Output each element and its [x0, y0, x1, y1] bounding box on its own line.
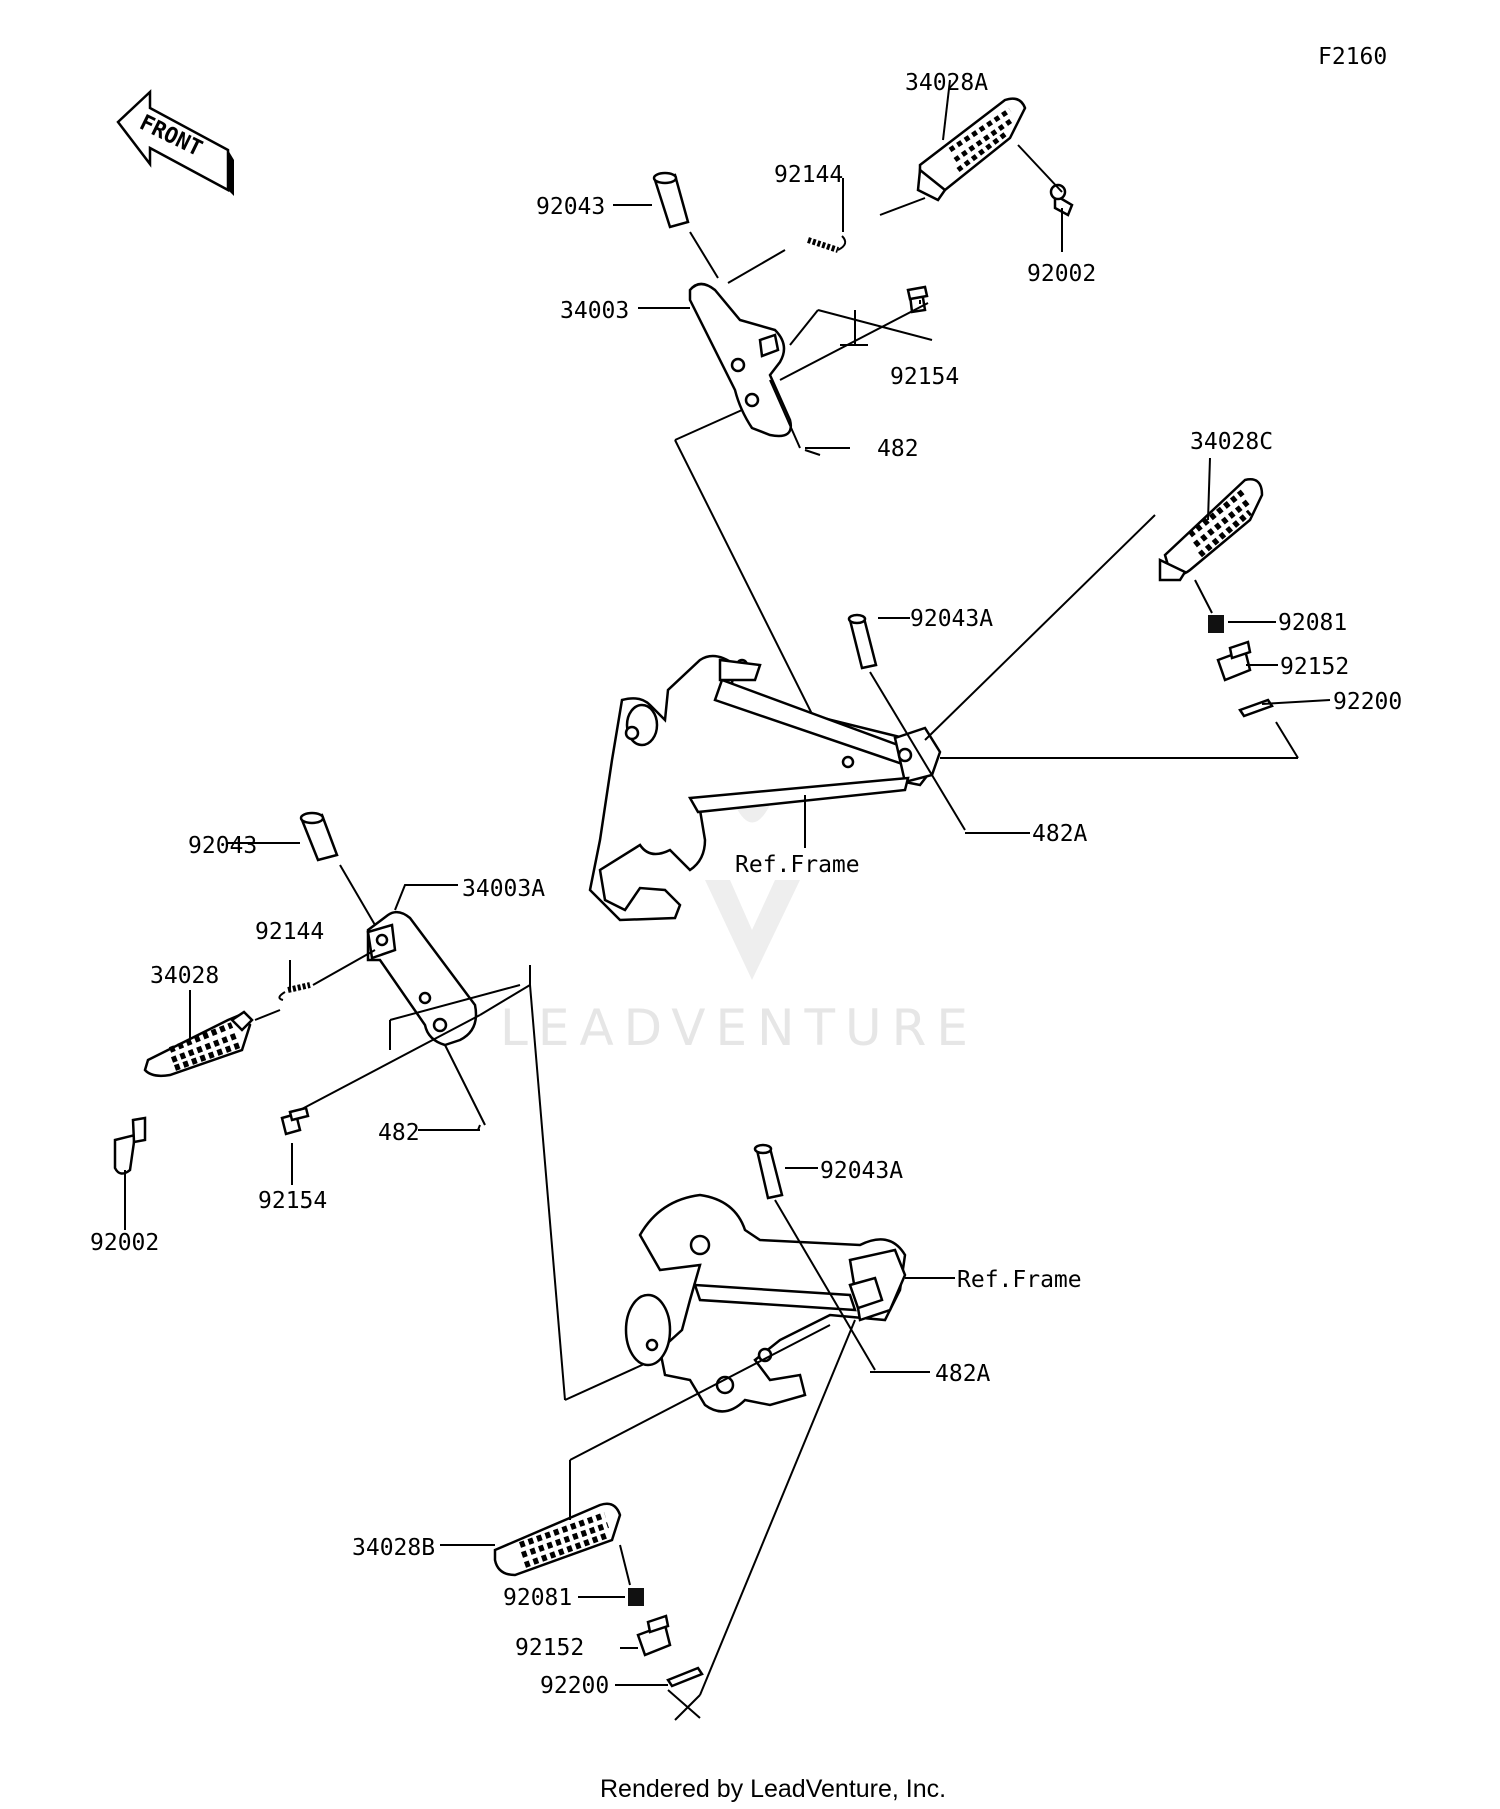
pin-92043A-bottom — [753, 1143, 784, 1200]
footpeg-34028-left — [143, 1010, 254, 1078]
leader-lines-bottom — [440, 1167, 955, 1721]
callout-92043A-top: 92043A — [910, 606, 993, 632]
callout-92144-top: 92144 — [774, 162, 843, 188]
callout-92043-left: 92043 — [188, 833, 257, 859]
frame-right — [588, 654, 942, 922]
pin-92002-left — [113, 1116, 147, 1175]
callout-92200-right: 92200 — [1333, 689, 1402, 715]
callout-34028A: 34028A — [905, 70, 988, 96]
callout-482A-top: 482A — [1032, 821, 1088, 847]
spring-92144-left — [278, 982, 311, 1001]
spring-92144-top — [807, 235, 847, 253]
front-arrow-icon: FRONT — [116, 89, 234, 196]
callout-92043A-bottom: 92043A — [820, 1158, 903, 1184]
pin-92043-left — [299, 811, 339, 862]
bracket-34003A — [366, 910, 478, 1047]
callout-92043-top: 92043 — [536, 194, 605, 220]
callout-92081-bottom: 92081 — [503, 1585, 572, 1611]
footpeg-34028A — [916, 97, 1027, 202]
callout-482-left: 482 — [378, 1120, 420, 1146]
callout-34028-left: 34028 — [150, 963, 219, 989]
callout-92154-top: 92154 — [890, 364, 959, 390]
callout-92002-left: 92002 — [90, 1230, 159, 1256]
washer-92200-right — [1238, 698, 1274, 718]
callout-34003: 34003 — [560, 298, 629, 324]
bolt-92154-left — [280, 1106, 310, 1136]
footpeg-34028C — [1158, 478, 1264, 582]
callout-34003A: 34003A — [462, 876, 545, 902]
frame-bottom — [624, 1193, 907, 1413]
callout-34028C: 34028C — [1190, 429, 1273, 455]
spring-92081-bottom — [628, 1588, 644, 1606]
callout-92152-right: 92152 — [1280, 654, 1349, 680]
pin-92043A-top — [847, 613, 878, 670]
footpeg-34028B — [493, 1502, 622, 1577]
callout-92200-bottom: 92200 — [540, 1673, 609, 1699]
callout-ref-frame-top: Ref.Frame — [735, 852, 860, 878]
callout-92002-top: 92002 — [1027, 261, 1096, 287]
callout-482-top: 482 — [877, 436, 919, 462]
collar-92152-bottom — [636, 1614, 672, 1657]
pin-92002-top — [1049, 183, 1074, 217]
watermark-text: LEADVENTURE — [500, 999, 978, 1057]
diagram-id: F2160 — [1318, 44, 1387, 70]
callout-ref-frame-bottom: Ref.Frame — [957, 1267, 1082, 1293]
spring-92081-right — [1208, 615, 1224, 633]
callout-92144-left: 92144 — [255, 919, 324, 945]
watermark: LEADVENTURE — [500, 792, 978, 1057]
footer-credit: Rendered by LeadVenture, Inc. — [600, 1775, 946, 1803]
leader-lines-top — [613, 79, 1063, 751]
callout-92154-left: 92154 — [258, 1188, 327, 1214]
callout-482A-bottom: 482A — [935, 1361, 991, 1387]
leader-lines-right — [804, 457, 1331, 848]
callout-34028B: 34028B — [352, 1535, 435, 1561]
bracket-34003 — [688, 282, 793, 438]
collar-92152-right — [1216, 640, 1252, 682]
pin-92043-top — [652, 171, 690, 229]
callout-92081-right: 92081 — [1278, 610, 1347, 636]
washer-92200-bottom — [666, 1666, 704, 1688]
callout-92152-bottom: 92152 — [515, 1635, 584, 1661]
